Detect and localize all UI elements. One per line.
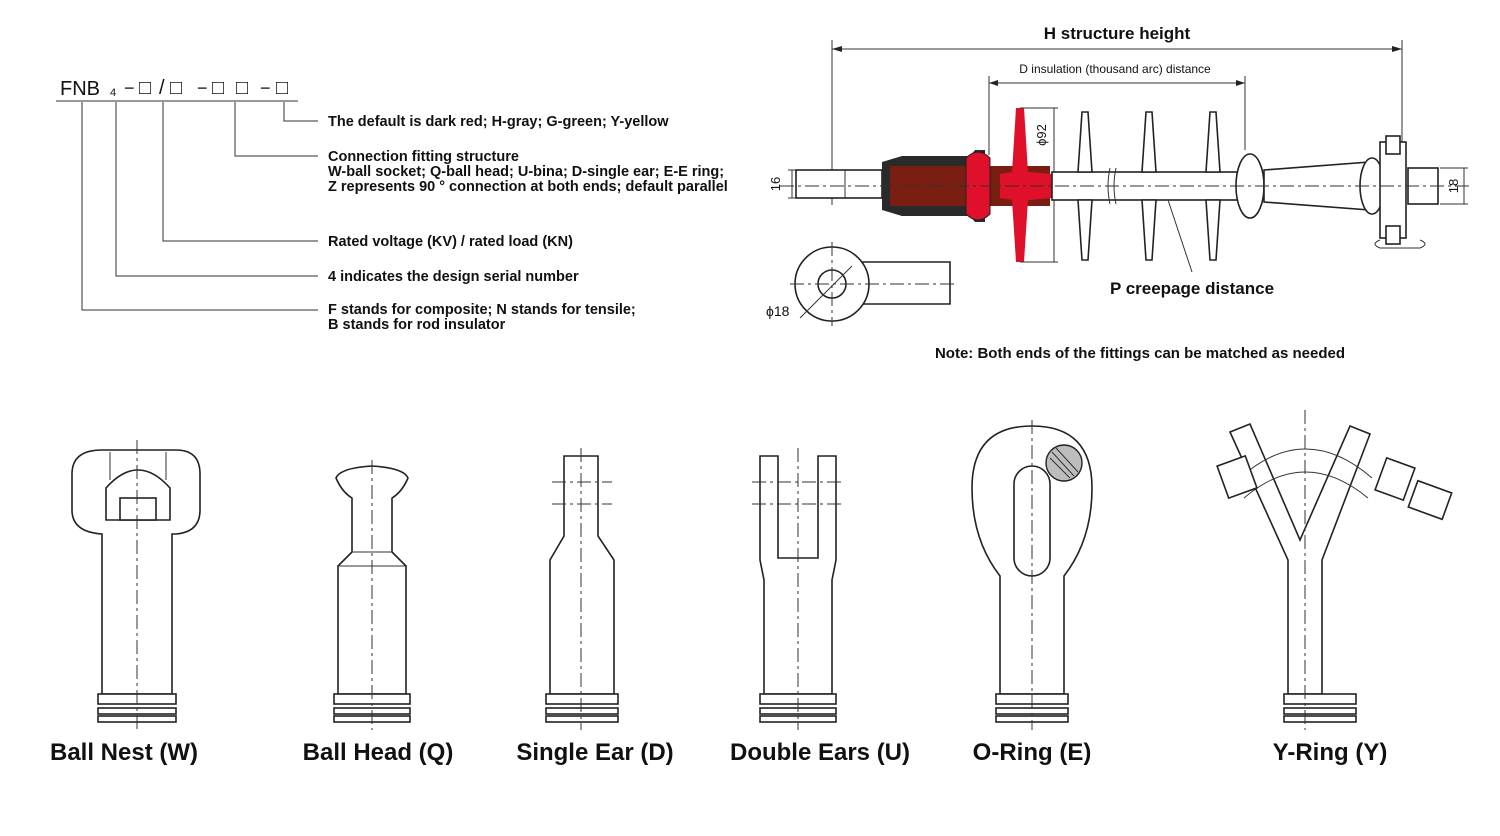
legend-letters-line2: B stands for rod insulator bbox=[328, 317, 506, 333]
bolt-head bbox=[1385, 135, 1401, 155]
caption-double-ears: Double Ears (U) bbox=[730, 739, 910, 766]
d-label: D insulation (thousand arc) distance bbox=[1019, 62, 1211, 76]
model-box-color: □ bbox=[276, 77, 288, 99]
nut bbox=[1385, 225, 1401, 245]
legend-color: The default is dark red; H-gray; G-green… bbox=[328, 114, 669, 130]
leader-rated bbox=[162, 102, 318, 242]
shed-1 bbox=[1077, 111, 1093, 261]
legend-serial-note: 4 indicates the design serial number bbox=[328, 269, 579, 285]
o-ring-pin-section bbox=[1045, 444, 1083, 482]
dim-16: 16 bbox=[768, 177, 783, 191]
model-box-fitting-1: □ bbox=[212, 77, 224, 99]
shed-3 bbox=[1205, 111, 1221, 261]
dim-phi92: ϕ92 bbox=[1034, 124, 1049, 146]
model-dash-3: − bbox=[260, 78, 271, 98]
leader-color bbox=[283, 102, 318, 122]
o-ring-icon bbox=[971, 420, 1093, 730]
model-slash: / bbox=[159, 77, 165, 99]
cotter-pin bbox=[1374, 239, 1426, 249]
dim-phi18: ϕ18 bbox=[766, 303, 790, 319]
legend-letters-line1: F stands for composite; N stands for ten… bbox=[328, 302, 636, 318]
ear-detail: ϕ18 bbox=[766, 242, 958, 326]
red-shed bbox=[1000, 108, 1052, 262]
ball-head-icon bbox=[333, 460, 411, 730]
fittings-note: Note: Both ends of the fittings can be m… bbox=[935, 345, 1345, 362]
dim-18: 18 bbox=[1446, 179, 1461, 193]
shed-2 bbox=[1141, 111, 1157, 261]
leader-letters bbox=[81, 102, 318, 311]
model-prefix: FNB bbox=[60, 78, 100, 100]
ball-nest-icon bbox=[71, 440, 201, 730]
p-label: P creepage distance bbox=[1110, 279, 1274, 298]
leader-fitting bbox=[234, 102, 318, 157]
insulator-drawing: H structure height D insulation (thousan… bbox=[766, 24, 1470, 362]
clevis-plate bbox=[1379, 141, 1407, 239]
y-ring-icon bbox=[1216, 410, 1453, 730]
model-dash-2: − bbox=[197, 78, 208, 98]
model-box-load: □ bbox=[170, 77, 182, 99]
model-box-voltage: □ bbox=[139, 77, 151, 99]
end-seal bbox=[965, 151, 991, 221]
caption-ball-head: Ball Head (Q) bbox=[303, 739, 454, 766]
legend-fitting-line1: W-ball socket; Q-ball head; U-bina; D-si… bbox=[328, 164, 724, 180]
h-label: H structure height bbox=[1044, 24, 1191, 43]
caption-o-ring: O-Ring (E) bbox=[973, 739, 1092, 766]
p-leader bbox=[1167, 199, 1193, 273]
leader-serial bbox=[115, 102, 318, 277]
legend-fitting-line2: Z represents 90 ° connection at both end… bbox=[328, 179, 728, 195]
model-dash-1: − bbox=[124, 78, 135, 98]
model-serial: 4 bbox=[110, 87, 116, 99]
model-code-legend: FNB 4 − □ / □ − □ □ − □ The default is d… bbox=[56, 77, 728, 333]
legend-rated: Rated voltage (KV) / rated load (KN) bbox=[328, 234, 573, 250]
double-ears-icon bbox=[752, 448, 844, 730]
legend-fitting-title: Connection fitting structure bbox=[328, 149, 519, 165]
caption-single-ear: Single Ear (D) bbox=[516, 739, 673, 766]
single-ear-icon bbox=[545, 448, 619, 730]
caption-ball-nest: Ball Nest (W) bbox=[50, 739, 198, 766]
model-box-fitting-2: □ bbox=[236, 77, 248, 99]
caption-y-ring: Y-Ring (Y) bbox=[1273, 739, 1388, 766]
ear-shank bbox=[862, 261, 951, 305]
left-rod-end bbox=[795, 169, 883, 199]
